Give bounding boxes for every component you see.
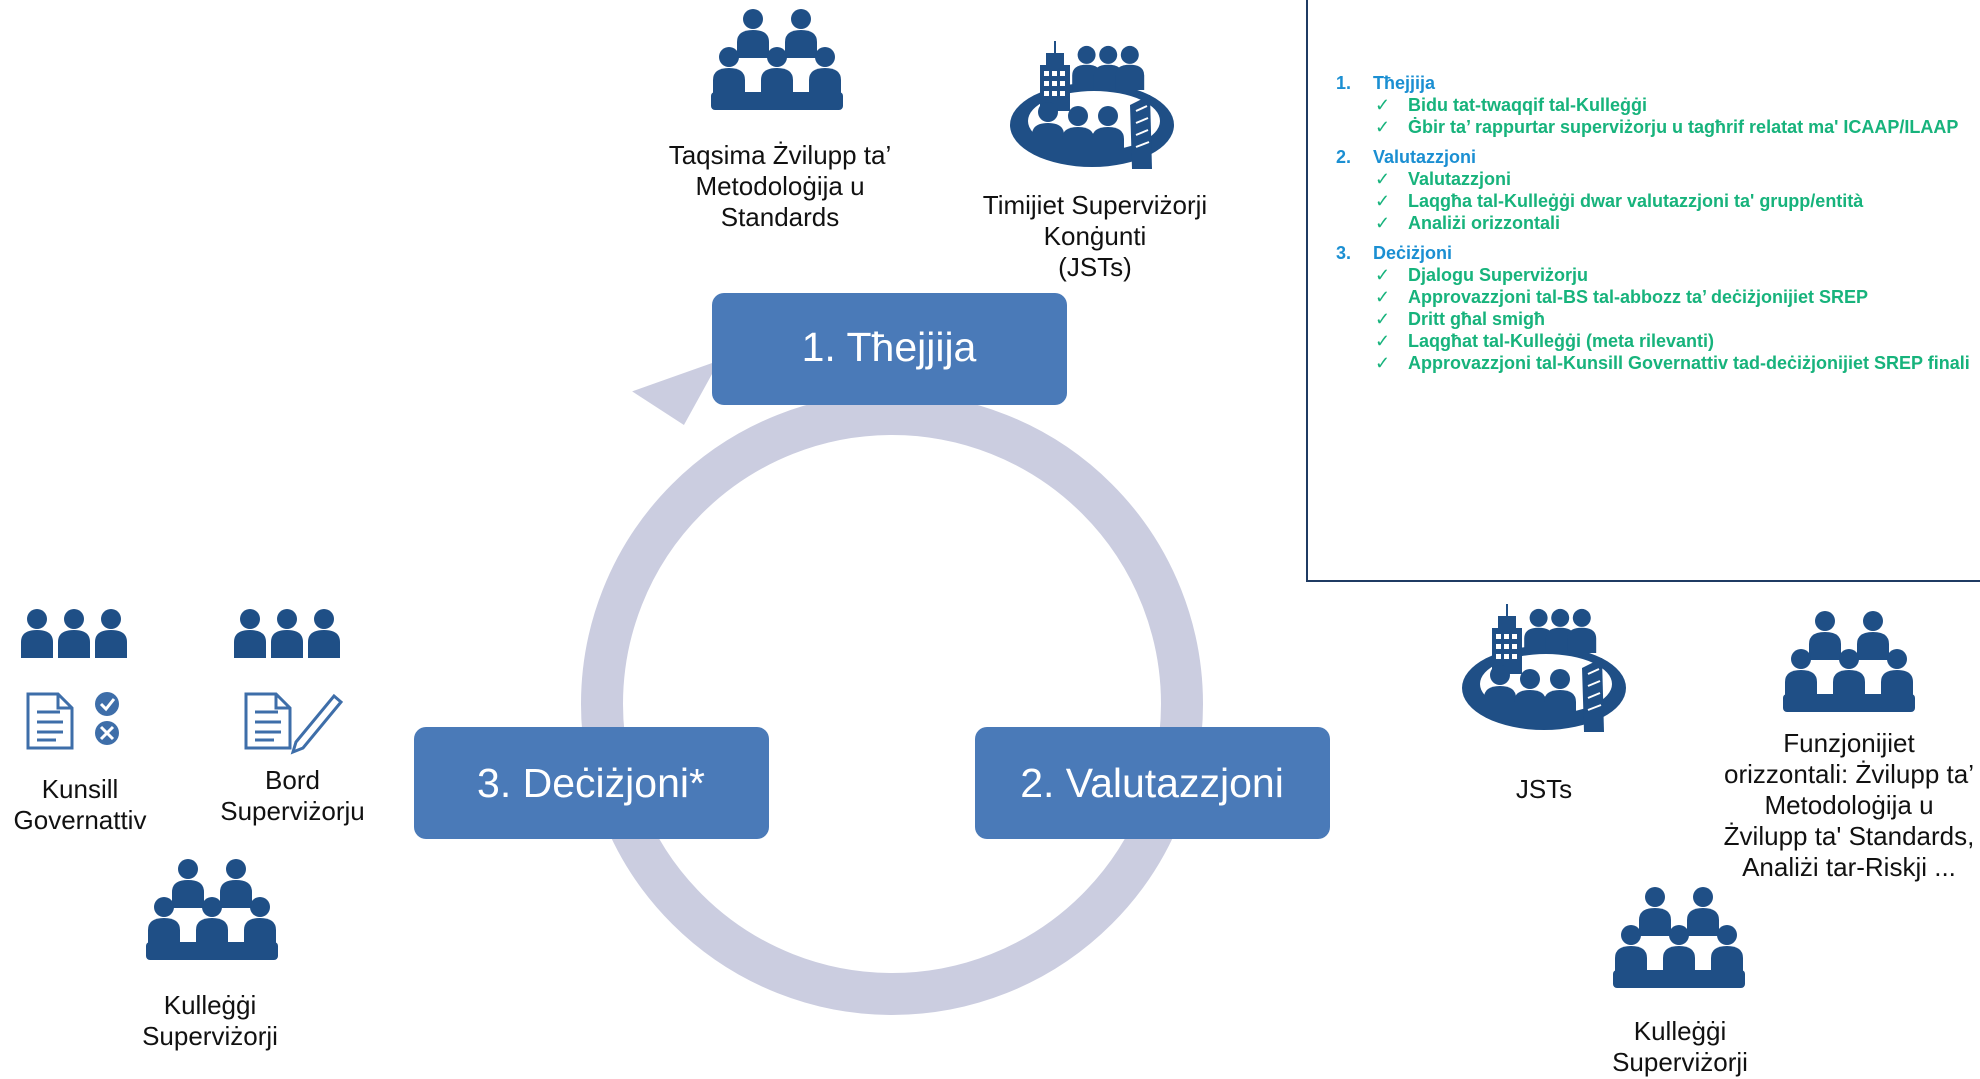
people-group-icon xyxy=(146,859,278,960)
stage-box-preparation[interactable]: 1. Tħejjija xyxy=(712,293,1067,405)
check-icon: ✓ xyxy=(1375,265,1391,285)
jst-team-icon xyxy=(1462,604,1626,732)
stage-label-assessment: 2. Valutazzjoni xyxy=(1020,760,1284,806)
check-icon: ✓ xyxy=(1375,191,1391,211)
legend-list: 1.Tħejjija ✓Bidu tat-twaqqif tal-Kulleġġ… xyxy=(1336,72,1976,382)
check-icon: ✓ xyxy=(1375,309,1391,329)
governing-council-label: Kunsill Governattiv xyxy=(13,774,147,835)
legend-item: ✓Laqgħa tal-Kulleġġi dwar valutazzjoni t… xyxy=(1375,191,1864,211)
methodology-label: Taqsima Żvilupp ta’ Metodoloġija u Stand… xyxy=(668,140,892,232)
legend-item: ✓Valutazzjoni xyxy=(1375,169,1512,189)
jst-right-label: JSTs xyxy=(1515,774,1573,804)
check-icon: ✓ xyxy=(1375,353,1391,373)
colleges-right-label: Kulleġġi Superviżorji xyxy=(1612,1016,1748,1077)
legend-heading: Tħejjija xyxy=(1373,73,1436,93)
legend-section-preparation: 1.Tħejjija ✓Bidu tat-twaqqif tal-Kulleġġ… xyxy=(1336,72,1976,138)
check-icon: ✓ xyxy=(1375,95,1391,115)
jst-top-label: Timijiet Superviżorji Konġunti (JSTs) xyxy=(982,190,1208,282)
legend-item: ✓Approvazzjoni tal-BS tal-abbozz ta’ deċ… xyxy=(1375,287,1869,307)
jst-team-icon xyxy=(1010,41,1174,169)
people-group-icon xyxy=(1613,887,1745,988)
horizontal-functions-label: Funzjonijiet orizzontali: Żvilupp ta’ Me… xyxy=(1723,728,1975,882)
people-row-icon xyxy=(234,609,340,658)
legend-item: ✓Ġbir ta’ rappurtar superviżorju u tagħr… xyxy=(1375,117,1959,137)
stage-box-decision[interactable]: 3. Deċiżjoni* xyxy=(414,727,769,839)
legend-heading: Deċiżjoni xyxy=(1373,243,1453,263)
stage-box-assessment[interactable]: 2. Valutazzjoni xyxy=(975,727,1330,839)
check-icon: ✓ xyxy=(1375,287,1391,307)
document-approve-reject-icon xyxy=(26,692,119,750)
legend-item: ✓Analiżi orizzontali xyxy=(1375,213,1561,233)
legend-section-decision: 3.Deċiżjoni ✓Djalogu Superviżorju ✓Appro… xyxy=(1336,242,1976,374)
stage-label-preparation: 1. Tħejjija xyxy=(802,324,977,370)
people-group-icon xyxy=(711,9,843,110)
legend-item: ✓Bidu tat-twaqqif tal-Kulleġġi xyxy=(1375,95,1647,115)
supervisory-board-label: Bord Superviżorju xyxy=(220,765,365,826)
legend-panel: 1.Tħejjija ✓Bidu tat-twaqqif tal-Kulleġġ… xyxy=(1306,0,1980,582)
colleges-left-label: Kulleġġi Superviżorji xyxy=(142,990,278,1051)
legend-heading: Valutazzjoni xyxy=(1373,147,1477,167)
check-icon: ✓ xyxy=(1375,169,1391,189)
people-group-icon xyxy=(1783,611,1915,712)
check-icon: ✓ xyxy=(1375,331,1391,351)
document-edit-icon xyxy=(244,692,344,755)
legend-item: ✓Djalogu Superviżorju xyxy=(1375,265,1589,285)
check-icon: ✓ xyxy=(1375,117,1391,137)
people-row-icon xyxy=(21,609,127,658)
legend-item: ✓Laqgħat tal-Kulleġġi (meta rilevanti) xyxy=(1375,331,1715,351)
legend-item: ✓Approvazzjoni tal-Kunsill Governattiv t… xyxy=(1375,353,1970,373)
check-icon: ✓ xyxy=(1375,213,1391,233)
cycle-arrow xyxy=(581,360,1203,1015)
legend-item: ✓Dritt għal smigħ xyxy=(1375,309,1546,329)
legend-section-assessment: 2.Valutazzjoni ✓Valutazzjoni ✓Laqgħa tal… xyxy=(1336,146,1976,234)
stage-label-decision: 3. Deċiżjoni* xyxy=(477,760,705,806)
